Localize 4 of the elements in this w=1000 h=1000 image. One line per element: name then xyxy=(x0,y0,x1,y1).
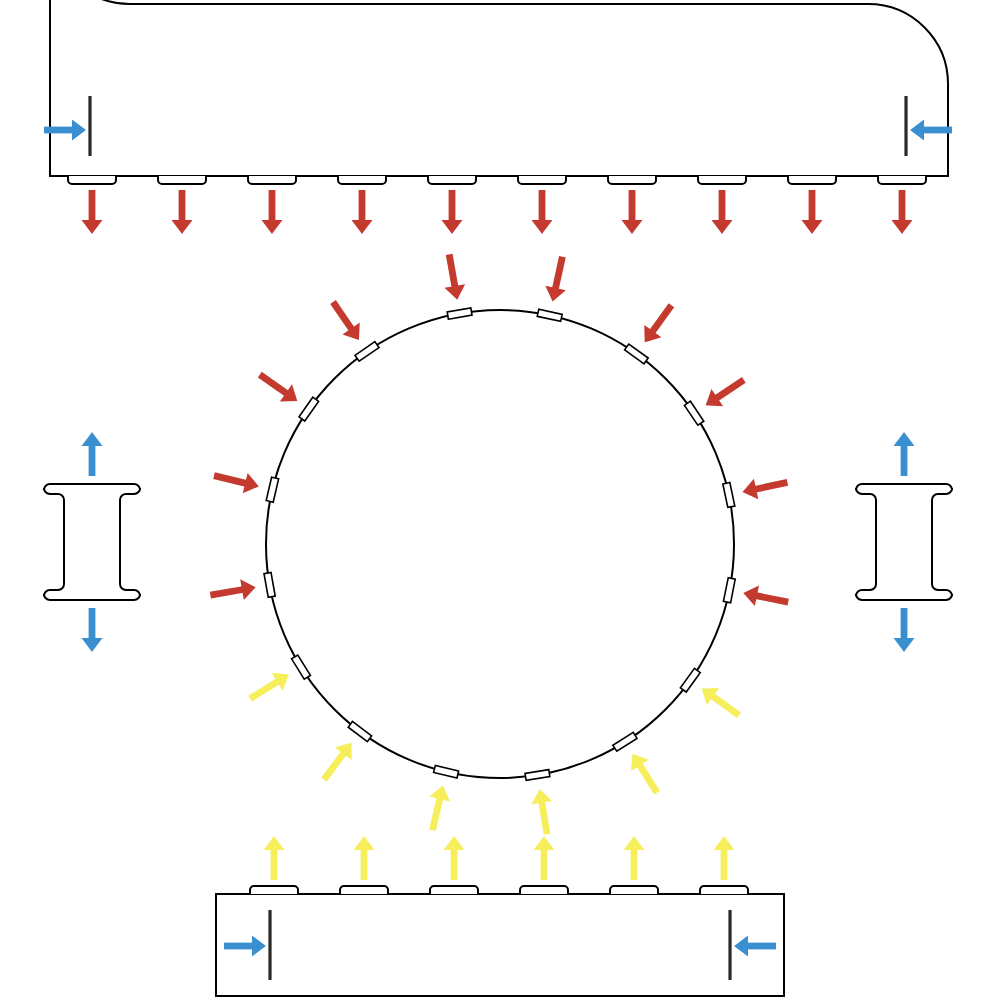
chamber-drawing xyxy=(49,0,949,185)
spool-drawing xyxy=(43,483,141,601)
spool-drawing xyxy=(855,483,953,601)
chamber-drawing xyxy=(215,885,785,997)
